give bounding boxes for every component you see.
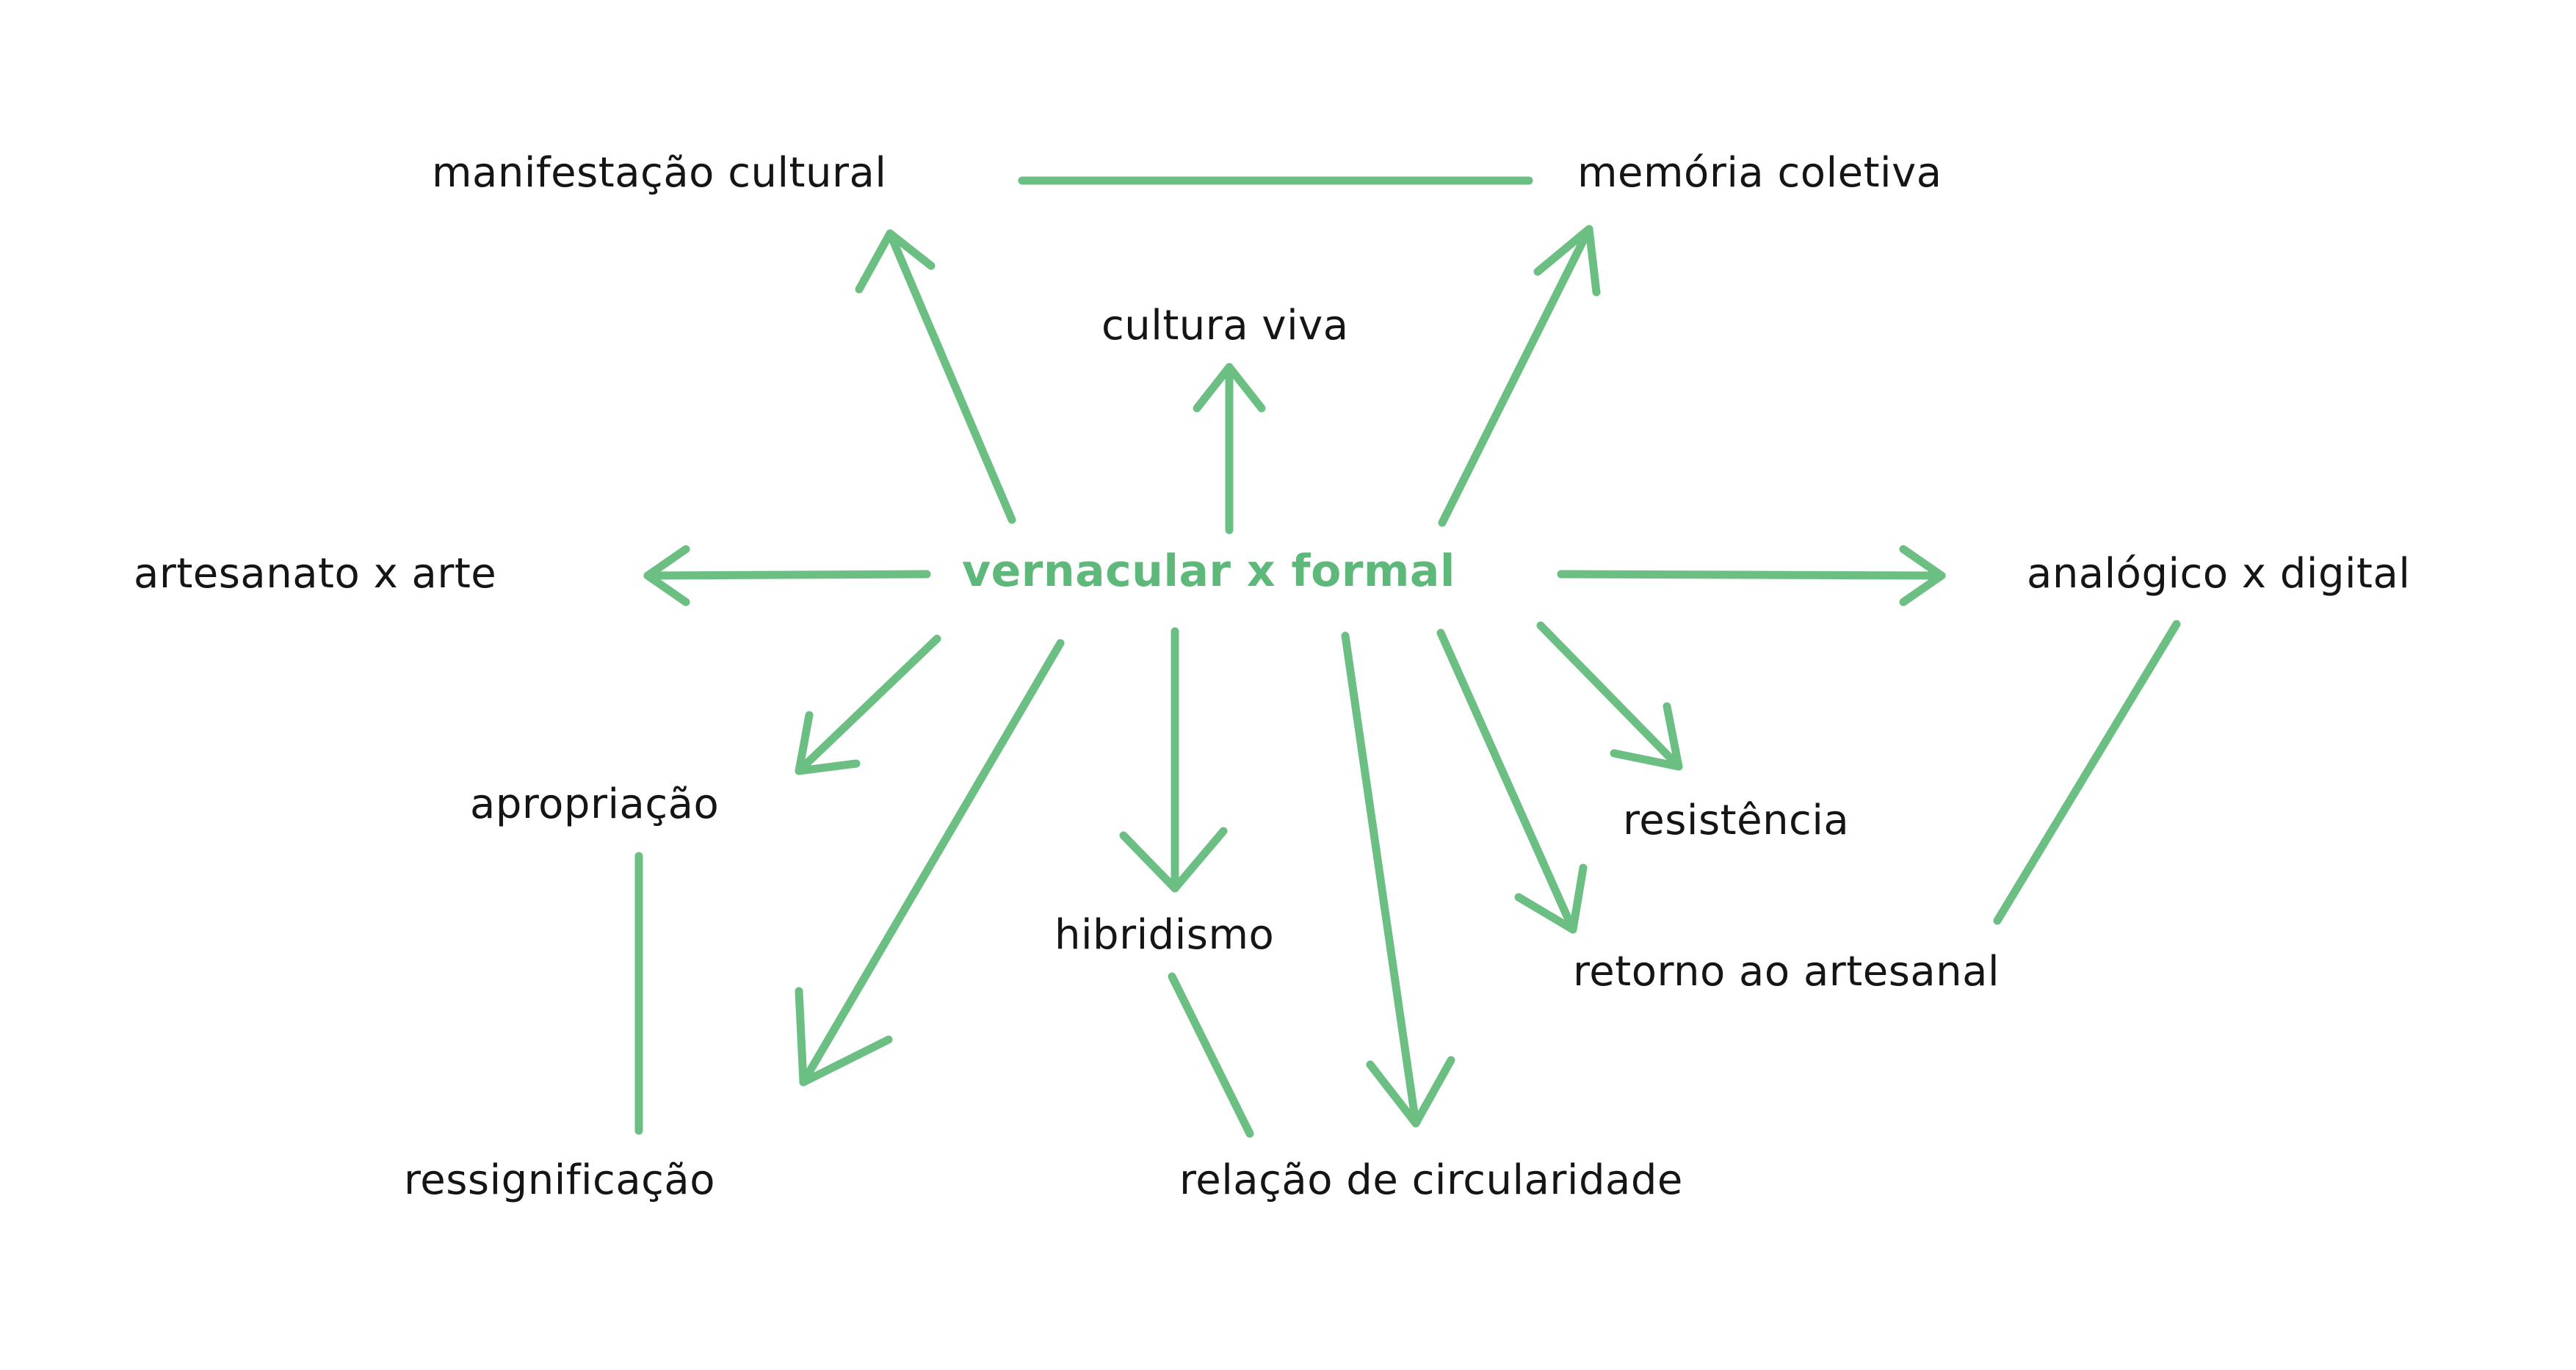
arrow-to-memoria-coletiva — [1438, 225, 1601, 527]
arrow-to-cultura-viva — [1193, 363, 1266, 534]
node-memoria-coletiva: memória coletiva — [1577, 149, 1942, 197]
link-analogico-retorno — [1993, 620, 2181, 925]
arrow-to-hibridismo — [1119, 627, 1228, 893]
arrow-to-manifestacao-cultural — [855, 229, 1016, 524]
node-apropriacao: apropriação — [470, 780, 720, 828]
node-resistencia: resistência — [1623, 797, 1850, 844]
node-cultura-viva: cultura viva — [1101, 302, 1349, 349]
arrow-to-analogico-x-digital — [1557, 545, 1946, 606]
node-relacao-de-circularidade: relação de circularidade — [1179, 1156, 1683, 1204]
node-retorno-ao-artesanal: retorno ao artesanal — [1573, 948, 2000, 996]
node-artesanato-x-arte: artesanato x arte — [134, 550, 497, 598]
arrow-to-retorno-ao-artesanal — [1436, 628, 1588, 934]
arrow-to-relacao-de-circularidade — [1341, 631, 1455, 1128]
arrow-to-resistencia — [1536, 621, 1683, 771]
node-manifestacao-cultural: manifestação cultural — [432, 149, 887, 197]
arrow-to-artesanato-x-arte — [643, 545, 931, 606]
link-hibridismo-circularidade — [1168, 972, 1254, 1138]
arrow-to-ressignificacao — [795, 639, 1065, 1087]
center-concept-label: vernacular x formal — [962, 546, 1455, 597]
node-ressignificacao: ressignificação — [404, 1156, 715, 1204]
node-hibridismo: hibridismo — [1054, 911, 1275, 959]
arrow-to-apropriacao — [795, 634, 941, 775]
node-analogico-x-digital: analógico x digital — [2027, 550, 2411, 598]
